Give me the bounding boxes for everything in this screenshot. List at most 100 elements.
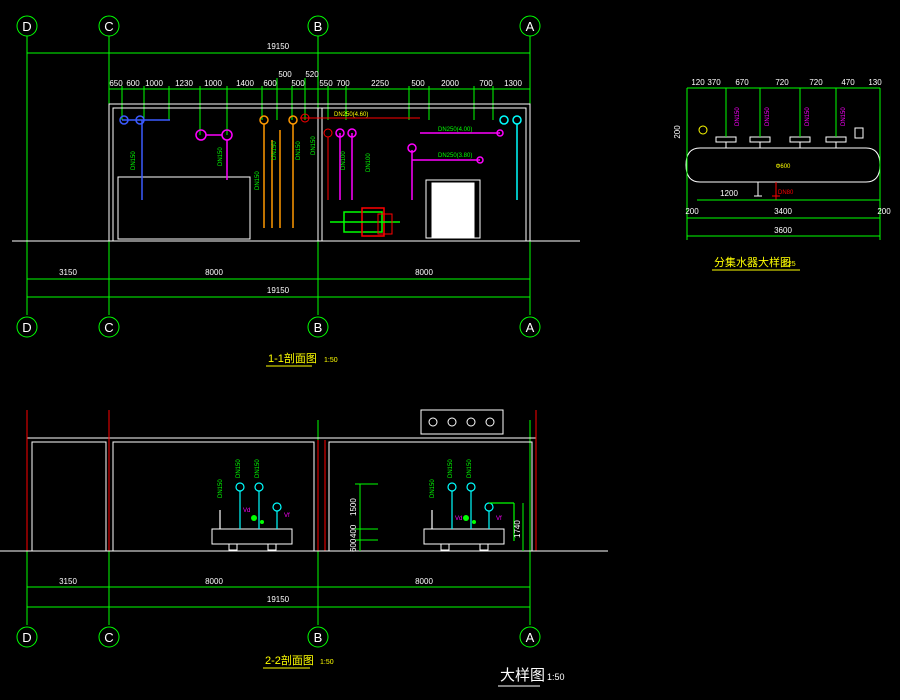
s1-dim-top-5: 1400 <box>236 79 254 88</box>
s2-dim-bottom-1: 8000 <box>205 577 223 586</box>
s1-total-dim-bottom: 19150 <box>267 286 290 295</box>
detail-pipe-label-0: DN150 <box>735 107 741 126</box>
s2-valve-label-0: Vd <box>243 508 250 514</box>
s1-pipe-label-7: DN150 <box>296 141 302 160</box>
s2-dim-bottom-0: 3150 <box>59 577 77 586</box>
s2-vdim-1: 400 <box>349 524 358 538</box>
detail-manifold: 120 370 670 720 720 470 130 DN150 DN150 <box>673 78 891 271</box>
s1-dim-top-4: 1000 <box>204 79 222 88</box>
s1-dim-top-12: 2250 <box>371 79 389 88</box>
s1-dim-top-11: 700 <box>336 79 350 88</box>
s1-pipe-label-4: DN150 <box>218 147 224 166</box>
grid-label-a-top: A <box>526 19 535 34</box>
s1-dim-top-3: 1230 <box>175 79 193 88</box>
s1-pipe-label-6: DN150 <box>272 141 278 160</box>
s1-dim-top-16: 1300 <box>504 79 522 88</box>
detail-dim-top-5: 470 <box>841 78 855 87</box>
s1-pipe-label-5: DN150 <box>255 171 261 190</box>
grid-label-d-mid: D <box>22 320 31 335</box>
detail-drain-label: DN80 <box>778 190 794 196</box>
s1-pipe-label-9: DN100 <box>341 151 347 170</box>
s1-dim-bottom-1: 8000 <box>205 268 223 277</box>
s2-vdim-0: 1500 <box>349 498 358 516</box>
footer-scale: 1:50 <box>547 672 565 682</box>
s1-pipe-label-1: DN250(4.00) <box>438 127 472 133</box>
detail-pipe-label-1: DN150 <box>765 107 771 126</box>
detail-dim-bottom-0: 1200 <box>720 189 738 198</box>
s1-dim-top-7: 500 <box>278 70 292 79</box>
grid-label-c-top: C <box>104 19 113 34</box>
s1-pipe-label-2: DN250(3.80) <box>438 153 472 159</box>
s1-title: 1-1剖面图 <box>268 351 317 365</box>
s1-dim-top-0: 650 <box>109 79 123 88</box>
s2-vdim-2: 600 <box>349 538 358 552</box>
s2-pipe-label-4: DN150 <box>448 459 454 478</box>
detail-title: 分集水器大样图 <box>714 255 791 269</box>
s2-pipe-label-2: DN150 <box>255 459 261 478</box>
s1-total-dim-top: 19150 <box>267 42 290 51</box>
section-2-2: DN150 DN150 DN150 DN150 DN150 DN150 Vd V… <box>0 409 608 669</box>
detail-dim-top-3: 720 <box>775 78 789 87</box>
s1-dim-top-2: 1000 <box>145 79 163 88</box>
grid-label-a-bot: A <box>526 630 535 645</box>
detail-dim-side-1: 200 <box>685 207 699 216</box>
grid-label-b-top: B <box>314 19 323 34</box>
grid-label-c-bot: C <box>104 630 113 645</box>
s1-pipe-label-0: DN250(4.60) <box>334 112 368 118</box>
s2-dim-bottom-2: 8000 <box>415 577 433 586</box>
s1-pipe-label-3: DN150 <box>131 151 137 170</box>
grid-label-b-bot: B <box>314 630 323 645</box>
grid-label-c-mid: C <box>104 320 113 335</box>
detail-pipe-label-3: DN150 <box>841 107 847 126</box>
s1-dim-top-15: 700 <box>479 79 493 88</box>
grid-label-b-mid: B <box>314 320 323 335</box>
detail-diameter-label: Φ600 <box>776 164 791 170</box>
s1-scale: 1:50 <box>324 357 338 364</box>
detail-dim-top-1: 370 <box>707 78 721 87</box>
footer-title: 大样图 <box>500 667 545 684</box>
s1-dim-top-1: 600 <box>126 79 140 88</box>
s2-total-dim: 19150 <box>267 595 290 604</box>
s2-manifold-left <box>211 528 293 545</box>
s1-dim-top-9: 520 <box>305 70 319 79</box>
s2-pipe-label-3: DN150 <box>430 479 436 498</box>
s2-vdim-3: 1740 <box>513 520 522 538</box>
s1-dim-bottom-0: 3150 <box>59 268 77 277</box>
s1-pipe-label-10: DN100 <box>366 153 372 172</box>
detail-dim-top-4: 720 <box>809 78 823 87</box>
detail-dim-top-6: 130 <box>868 78 882 87</box>
s1-dim-top-13: 500 <box>411 79 425 88</box>
grid-label-a-mid: A <box>526 320 535 335</box>
grid-bubbles-top <box>16 15 541 648</box>
section-1-1: 19150 650 600 1000 1230 1000 1400 600 50… <box>12 42 580 367</box>
s2-manifold-right <box>423 528 505 545</box>
s2-valve-label-2: Vd <box>455 516 462 522</box>
detail-dim-bottom-2: 3600 <box>774 226 792 235</box>
s1-dim-top-8: 500 <box>291 79 305 88</box>
s2-pipe-label-0: DN150 <box>218 479 224 498</box>
detail-dim-top-0: 120 <box>691 78 705 87</box>
detail-dim-side-2: 200 <box>877 207 891 216</box>
s2-title: 2-2剖面图 <box>265 653 314 667</box>
s2-scale: 1:50 <box>320 659 334 666</box>
detail-scale: 1:25 <box>782 261 796 268</box>
s2-top-panel <box>420 409 504 435</box>
s2-pipe-label-1: DN150 <box>236 459 242 478</box>
s2-valve-label-1: Vf <box>284 513 290 519</box>
detail-pipe-label-2: DN150 <box>805 107 811 126</box>
detail-dim-bottom-1: 3400 <box>774 207 792 216</box>
s2-pipe-label-5: DN150 <box>467 459 473 478</box>
s1-dim-top-14: 2000 <box>441 79 459 88</box>
s1-pipe-label-8: DN150 <box>311 136 317 155</box>
grid-label-d-top: D <box>22 19 31 34</box>
detail-dim-top-2: 670 <box>735 78 749 87</box>
s1-tank-left <box>117 176 251 240</box>
s1-equipment-box <box>431 182 475 239</box>
grid-label-d-bot: D <box>22 630 31 645</box>
s1-dim-top-6: 600 <box>263 79 277 88</box>
detail-dim-side-0: 200 <box>673 125 682 139</box>
s2-valve-label-3: Vf <box>496 516 502 522</box>
s1-dim-top-10: 550 <box>319 79 333 88</box>
grid-lines <box>26 36 531 625</box>
